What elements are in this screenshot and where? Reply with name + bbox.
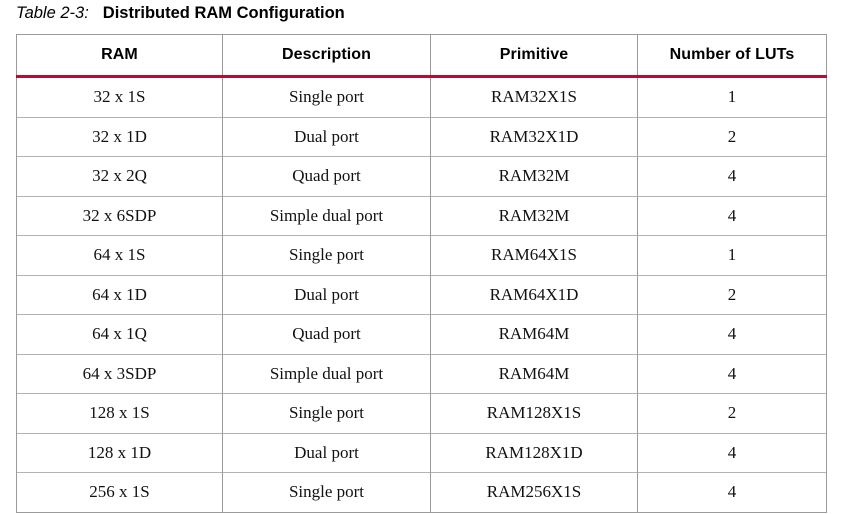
cell-description: Single port (222, 393, 431, 433)
cell-ram: 256 x 1S (16, 472, 223, 513)
cell-ram: 64 x 1Q (16, 314, 223, 354)
cell-ram: 64 x 3SDP (16, 353, 223, 394)
cell-luts: 4 (637, 353, 827, 394)
cell-primitive: RAM32X1D (430, 116, 638, 157)
cell-ram: 32 x 1D (16, 116, 223, 157)
cell-ram: 32 x 2Q (16, 156, 223, 196)
cell-luts: 4 (637, 432, 827, 473)
cell-description: Quad port (222, 156, 431, 196)
cell-luts: 4 (637, 472, 827, 513)
table-caption-label: Table 2-3: (16, 4, 89, 22)
table-caption: Table 2-3: Distributed RAM Configuration (16, 4, 345, 28)
cell-ram: 64 x 1S (16, 235, 223, 275)
cell-description: Quad port (222, 314, 431, 354)
table-caption-title: Distributed RAM Configuration (102, 4, 345, 22)
table-header: RAM Description Primitive Number of LUTs (16, 34, 827, 78)
cell-ram: 128 x 1D (16, 432, 223, 473)
cell-description: Simple dual port (222, 195, 431, 236)
column-header-primitive: Primitive (430, 34, 638, 78)
cell-description: Dual port (222, 116, 431, 157)
cell-luts: 2 (637, 116, 827, 157)
cell-description: Single port (222, 472, 431, 513)
cell-description: Simple dual port (222, 353, 431, 394)
cell-primitive: RAM128X1D (430, 432, 638, 473)
cell-description: Dual port (222, 274, 431, 315)
column-header-luts: Number of LUTs (637, 34, 827, 78)
cell-description: Single port (222, 235, 431, 275)
cell-primitive: RAM64X1D (430, 274, 638, 315)
cell-ram: 32 x 6SDP (16, 195, 223, 236)
column-header-ram: RAM (16, 34, 223, 78)
cell-luts: 4 (637, 156, 827, 196)
cell-description: Dual port (222, 432, 431, 473)
cell-primitive: RAM32M (430, 195, 638, 236)
cell-primitive: RAM64X1S (430, 235, 638, 275)
cell-primitive: RAM32M (430, 156, 638, 196)
column-header-description: Description (222, 34, 431, 78)
cell-luts: 1 (637, 235, 827, 275)
cell-primitive: RAM64M (430, 353, 638, 394)
cell-luts: 2 (637, 274, 827, 315)
cell-ram: 32 x 1S (16, 76, 223, 117)
cell-primitive: RAM32X1S (430, 76, 638, 117)
cell-primitive: RAM256X1S (430, 472, 638, 513)
cell-luts: 4 (637, 195, 827, 236)
table-header-row: RAM Description Primitive Number of LUTs (16, 34, 827, 78)
cell-luts: 1 (637, 76, 827, 117)
cell-primitive: RAM64M (430, 314, 638, 354)
distributed-ram-table-container: RAM Description Primitive Number of LUTs… (16, 34, 827, 513)
cell-description: Single port (222, 76, 431, 117)
cell-luts: 4 (637, 314, 827, 354)
cell-ram: 128 x 1S (16, 393, 223, 433)
cell-primitive: RAM128X1S (430, 393, 638, 433)
cell-ram: 64 x 1D (16, 274, 223, 315)
distributed-ram-table: RAM Description Primitive Number of LUTs… (16, 34, 827, 513)
cell-luts: 2 (637, 393, 827, 433)
